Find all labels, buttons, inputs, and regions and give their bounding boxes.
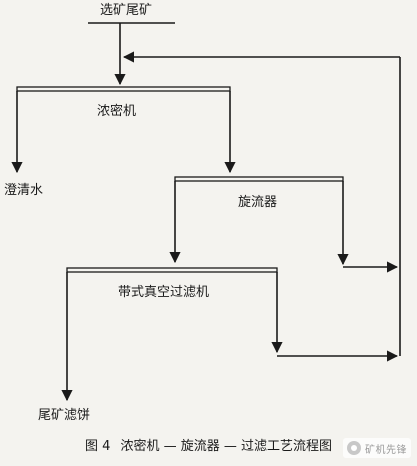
figure-caption-text: 浓密机 — 旋流器 — 过滤工艺流程图	[120, 439, 332, 454]
thickener-label: 浓密机	[97, 104, 137, 119]
watermark: 矿机先锋	[343, 438, 411, 458]
clear-water-label: 澄清水	[4, 183, 44, 198]
belt-filter-label: 带式真空过滤机	[118, 285, 210, 300]
hydrocyclone-label: 旋流器	[238, 195, 278, 210]
tailings-feed-label: 选矿尾矿	[100, 3, 153, 18]
circle-logo-icon	[347, 441, 361, 455]
figure-number: 图 4	[85, 439, 111, 454]
watermark-text: 矿机先锋	[365, 444, 407, 456]
hydrocyclone-bar	[174, 176, 344, 182]
filter-cake-label: 尾矿滤饼	[38, 408, 91, 423]
figure-caption: 图 4 浓密机 — 旋流器 — 过滤工艺流程图	[0, 438, 417, 456]
thickener-bar	[16, 86, 231, 92]
belt-filter-bar	[66, 267, 278, 273]
